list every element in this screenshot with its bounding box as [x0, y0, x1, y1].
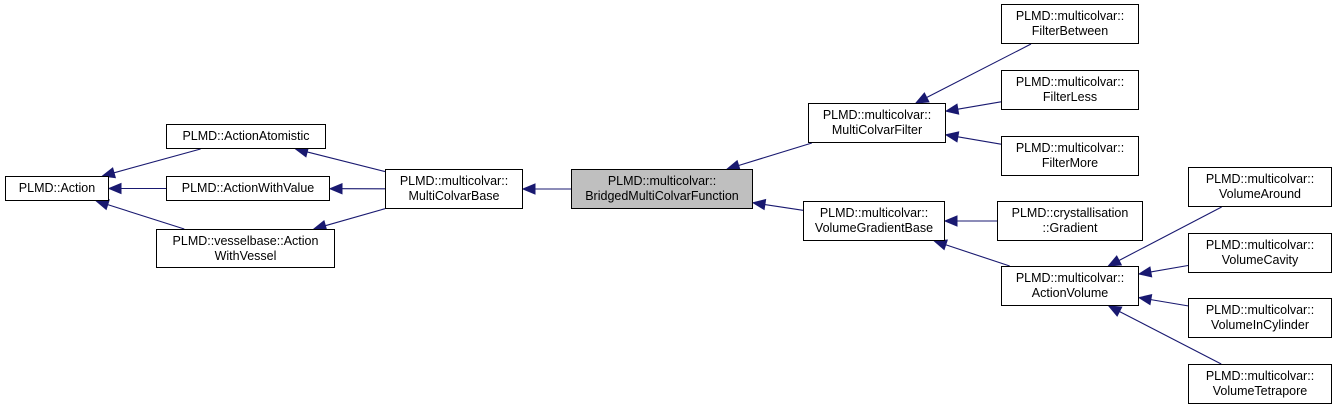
node-filter-between-line2: FilterBetween — [1031, 24, 1109, 38]
edge-volume_gradient_base-to-bridged_function — [764, 203, 804, 211]
node-filter-more[interactable]: PLMD::multicolvar:: FilterMore — [1001, 136, 1139, 176]
edge-action_volume-to-volume_gradient_base — [945, 244, 1010, 267]
arrowhead-action_with_vessel-to-action — [95, 199, 110, 211]
node-filter-more-line2: FilterMore — [1041, 156, 1099, 170]
node-action-with-vessel-line2: WithVessel — [214, 248, 277, 263]
arrowhead-filter_less-to-multicolvar_filter — [944, 103, 960, 115]
node-volume-gradient-base[interactable]: PLMD::multicolvar:: VolumeGradientBase — [803, 201, 945, 241]
arrowhead-bridged_function-to-multicolvar_base — [521, 183, 536, 195]
arrowhead-filter_between-to-multicolvar_filter — [914, 92, 930, 104]
node-bridged-multicolvar-function-line2: BridgedMultiColvarFunction — [585, 189, 739, 203]
node-action-with-value-line1: PLMD::ActionWithValue — [181, 181, 315, 195]
node-bridged-multicolvar-function: PLMD::multicolvar:: BridgedMultiColvarFu… — [571, 169, 753, 209]
edge-volume_around-to-action_volume — [1118, 206, 1222, 261]
node-filter-more-line1: PLMD::multicolvar:: — [1015, 141, 1125, 155]
node-bridged-multicolvar-function-line1: PLMD::multicolvar:: — [607, 174, 717, 188]
edge-multicolvar_base-to-action_atomistic — [307, 151, 386, 173]
node-multicolvar-filter-line2: MultiColvarFilter — [831, 123, 923, 137]
node-volume-tetrapore-line1: PLMD::multicolvar:: — [1205, 369, 1315, 383]
edge-volume_tetrapore-to-action_volume — [1119, 311, 1222, 365]
arrowhead-volume_around-to-action_volume — [1107, 255, 1123, 267]
node-volume-cavity[interactable]: PLMD::multicolvar:: VolumeCavity — [1188, 233, 1332, 273]
node-volume-in-cylinder-line2: VolumeInCylinder — [1211, 318, 1309, 332]
arrowhead-gradient-to-volume_gradient_base — [943, 215, 958, 227]
edge-action_atomistic-to-action — [113, 148, 201, 174]
node-volume-tetrapore[interactable]: PLMD::multicolvar:: VolumeTetrapore — [1188, 364, 1332, 404]
node-crystallisation-gradient-line2: ::Gradient — [1042, 221, 1098, 235]
node-volume-around-line1: PLMD::multicolvar:: — [1205, 172, 1315, 186]
edge-volume_cavity-to-action_volume — [1150, 264, 1189, 273]
node-volume-gradient-base-line1: PLMD::multicolvar:: — [819, 206, 929, 220]
edge-filter_more-to-multicolvar_filter — [957, 136, 1002, 145]
node-filter-between[interactable]: PLMD::multicolvar:: FilterBetween — [1001, 4, 1139, 44]
edge-multicolvar_base-to-action_with_vessel — [325, 208, 386, 227]
arrowhead-volume_tetrapore-to-action_volume — [1107, 305, 1123, 317]
node-action-volume-line1: PLMD::multicolvar:: — [1015, 271, 1125, 285]
node-crystallisation-gradient[interactable]: PLMD::crystallisation ::Gradient — [997, 201, 1143, 241]
node-volume-around-line2: VolumeAround — [1218, 187, 1301, 201]
node-volume-in-cylinder-line1: PLMD::multicolvar:: — [1205, 303, 1315, 317]
arrowhead-volume_gradient_base-to-bridged_function — [751, 198, 767, 211]
node-multicolvar-filter-line1: PLMD::multicolvar:: — [822, 108, 932, 122]
arrowhead-volume_in_cylinder-to-action_volume — [1137, 294, 1153, 306]
node-filter-less[interactable]: PLMD::multicolvar:: FilterLess — [1001, 70, 1139, 110]
arrowhead-volume_cavity-to-action_volume — [1137, 266, 1153, 278]
arrowhead-filter_more-to-multicolvar_filter — [944, 131, 960, 143]
node-multicolvar-filter[interactable]: PLMD::multicolvar:: MultiColvarFilter — [808, 103, 946, 143]
edge-volume_in_cylinder-to-action_volume — [1150, 299, 1189, 307]
node-action-with-vessel[interactable]: PLMD::vesselbase::Action WithVessel — [156, 229, 335, 268]
arrowhead-action_volume-to-volume_gradient_base — [933, 239, 948, 251]
edge-filter_between-to-multicolvar_filter — [926, 43, 1032, 99]
node-volume-tetrapore-line2: VolumeTetrapore — [1212, 384, 1308, 398]
node-volume-cavity-line1: PLMD::multicolvar:: — [1205, 238, 1315, 252]
node-action-with-value[interactable]: PLMD::ActionWithValue — [166, 176, 330, 201]
node-filter-less-line2: FilterLess — [1042, 90, 1098, 104]
node-crystallisation-gradient-line1: PLMD::crystallisation — [1011, 206, 1129, 220]
edge-multicolvar_filter-to-bridged_function — [738, 142, 813, 167]
node-volume-around[interactable]: PLMD::multicolvar:: VolumeAround — [1188, 167, 1332, 207]
edge-action_with_vessel-to-action — [107, 204, 185, 230]
node-action-volume-line2: ActionVolume — [1031, 286, 1109, 300]
node-action-atomistic[interactable]: PLMD::ActionAtomistic — [166, 124, 326, 149]
node-action-with-vessel-line1: PLMD::vesselbase::Action — [172, 233, 319, 248]
node-filter-between-line1: PLMD::multicolvar:: — [1015, 9, 1125, 23]
edge-filter_less-to-multicolvar_filter — [957, 101, 1002, 110]
node-multicolvar-base-line2: MultiColvarBase — [408, 189, 500, 203]
node-volume-gradient-base-line2: VolumeGradientBase — [814, 221, 934, 235]
node-volume-cavity-line2: VolumeCavity — [1221, 253, 1299, 267]
node-multicolvar-base[interactable]: PLMD::multicolvar:: MultiColvarBase — [385, 169, 523, 209]
node-action[interactable]: PLMD::Action — [5, 176, 109, 201]
arrowhead-action_with_value-to-action — [107, 182, 122, 195]
node-action-line1: PLMD::Action — [18, 181, 96, 195]
node-multicolvar-base-line1: PLMD::multicolvar:: — [399, 174, 509, 188]
node-action-atomistic-line1: PLMD::ActionAtomistic — [182, 129, 310, 143]
node-volume-in-cylinder[interactable]: PLMD::multicolvar:: VolumeInCylinder — [1188, 298, 1332, 338]
node-action-volume[interactable]: PLMD::multicolvar:: ActionVolume — [1001, 266, 1139, 306]
arrowhead-multicolvar_base-to-action_with_value — [328, 182, 343, 195]
node-filter-less-line1: PLMD::multicolvar:: — [1015, 75, 1125, 89]
